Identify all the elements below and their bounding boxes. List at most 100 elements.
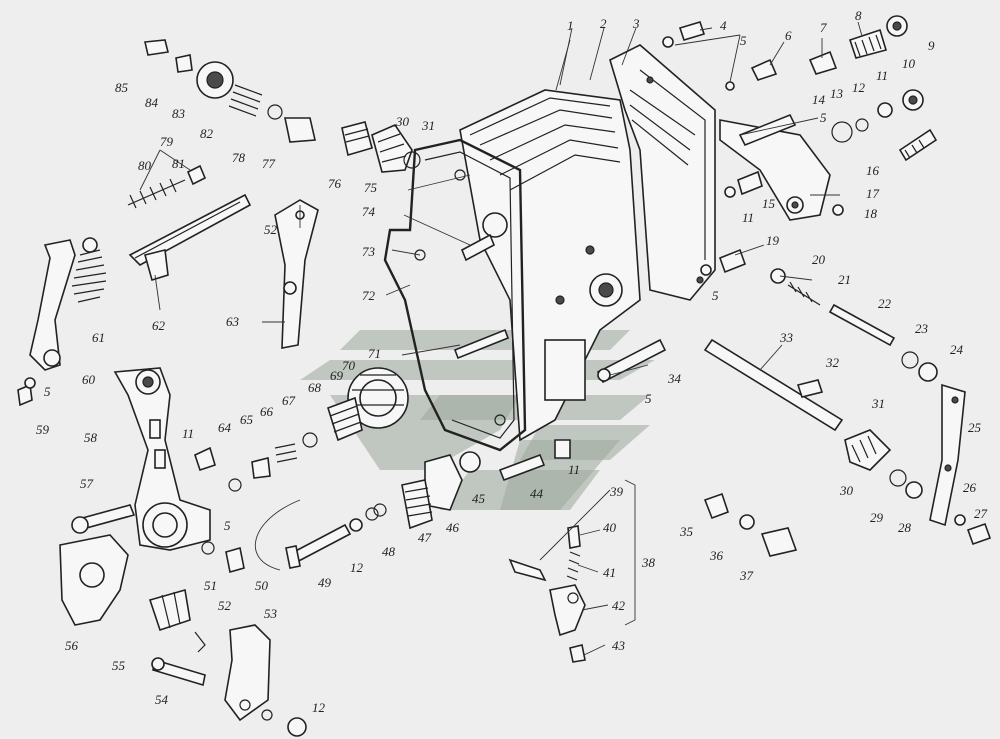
callout-50: 50 <box>255 578 269 593</box>
callout-85: 85 <box>115 80 129 95</box>
callout-26: 26 <box>963 480 977 495</box>
callout-51: 51 <box>204 578 217 593</box>
callout-2: 2 <box>600 16 607 31</box>
callout-71: 71 <box>368 346 381 361</box>
callout-19: 19 <box>766 233 780 248</box>
callout-3: 3 <box>632 16 640 31</box>
callout-52: 52 <box>264 222 278 237</box>
bolt-71 <box>453 233 510 360</box>
callout-16: 16 <box>866 163 880 178</box>
callout-28: 28 <box>898 520 912 535</box>
callout-55: 55 <box>112 658 126 673</box>
shaft-33 <box>703 338 992 546</box>
callout-62: 62 <box>152 318 166 333</box>
rear-cover <box>609 44 716 301</box>
center-right-parts <box>254 338 798 571</box>
callout-9: 9 <box>928 38 935 53</box>
callout-53: 53 <box>264 606 278 621</box>
callout-7: 7 <box>820 20 827 35</box>
callout-24: 24 <box>950 342 964 357</box>
callout-83: 83 <box>172 106 186 121</box>
callout-13: 13 <box>830 86 844 101</box>
callout-17: 17 <box>866 186 880 201</box>
callout-36: 36 <box>709 548 724 563</box>
callout-49: 49 <box>318 575 332 590</box>
callout-79: 79 <box>160 134 174 149</box>
callout-46: 46 <box>446 520 460 535</box>
callout-5-d: 5 <box>645 391 652 406</box>
bottom-left-parts <box>59 504 307 737</box>
callout-63: 63 <box>226 314 240 329</box>
callout-31-b: 31 <box>421 118 435 133</box>
callout-12: 12 <box>852 80 866 95</box>
callout-65: 65 <box>240 412 254 427</box>
callout-5: 5 <box>740 33 747 48</box>
callout-60: 60 <box>82 372 96 387</box>
bracket-60 <box>17 237 107 407</box>
callout-1: 1 <box>567 18 574 33</box>
callout-21: 21 <box>838 272 851 287</box>
callout-15: 15 <box>762 196 776 211</box>
top-right-parts <box>662 15 938 382</box>
callout-23: 23 <box>915 321 929 336</box>
callout-5-e: 5 <box>44 384 51 399</box>
callout-32: 32 <box>825 355 840 370</box>
parts-76-30-31 <box>341 121 421 173</box>
callout-20: 20 <box>812 252 826 267</box>
callout-4: 4 <box>720 18 727 33</box>
callout-44: 44 <box>530 486 544 501</box>
callout-11-d: 11 <box>182 426 194 441</box>
callout-68: 68 <box>308 380 322 395</box>
callout-84: 84 <box>145 95 159 110</box>
callout-54: 54 <box>155 692 169 707</box>
callout-6: 6 <box>785 28 792 43</box>
callout-30: 30 <box>839 483 854 498</box>
callout-29: 29 <box>870 510 884 525</box>
callout-5-f: 5 <box>224 518 231 533</box>
callout-11-b: 11 <box>742 210 754 225</box>
callout-75: 75 <box>364 180 378 195</box>
front-gasket <box>383 138 527 452</box>
main-housing <box>459 89 641 442</box>
callout-67: 67 <box>282 393 296 408</box>
callout-59: 59 <box>36 422 50 437</box>
callout-27: 27 <box>974 506 988 521</box>
callout-43: 43 <box>612 638 626 653</box>
lever-58 <box>113 367 211 551</box>
callout-74: 74 <box>362 204 376 219</box>
callout-12-b: 12 <box>350 560 364 575</box>
callout-39: 39 <box>609 484 624 499</box>
callout-82: 82 <box>200 126 214 141</box>
callout-77: 77 <box>262 156 276 171</box>
callout-14: 14 <box>812 92 826 107</box>
callout-48: 48 <box>382 544 396 559</box>
callout-5-c: 5 <box>712 288 719 303</box>
callout-41: 41 <box>603 565 616 580</box>
callout-78: 78 <box>232 150 246 165</box>
plate-63 <box>274 199 319 349</box>
callout-8: 8 <box>855 8 862 23</box>
callout-33: 33 <box>779 330 794 345</box>
callout-labels: 1 2 3 4 5 6 7 8 9 10 11 12 13 14 5 16 17… <box>36 8 988 715</box>
callout-61: 61 <box>92 330 105 345</box>
callout-40: 40 <box>603 520 617 535</box>
callout-11-c: 11 <box>568 462 580 477</box>
callout-56: 56 <box>65 638 79 653</box>
callout-52-b: 52 <box>218 598 232 613</box>
callout-22: 22 <box>878 296 892 311</box>
callout-72: 72 <box>362 288 376 303</box>
callout-73: 73 <box>362 244 376 259</box>
callout-76: 76 <box>328 176 342 191</box>
callout-64: 64 <box>218 420 232 435</box>
lever-assembly-38 <box>508 479 636 663</box>
callout-70: 70 <box>342 358 356 373</box>
left-center-small-parts <box>194 432 318 492</box>
callout-66: 66 <box>260 404 274 419</box>
cover-plate <box>719 119 831 221</box>
callout-57: 57 <box>80 476 94 491</box>
callout-5-b: 5 <box>820 110 827 125</box>
callout-12-c: 12 <box>312 700 326 715</box>
upper-left-parts <box>127 39 316 282</box>
callout-30-b: 30 <box>395 114 410 129</box>
